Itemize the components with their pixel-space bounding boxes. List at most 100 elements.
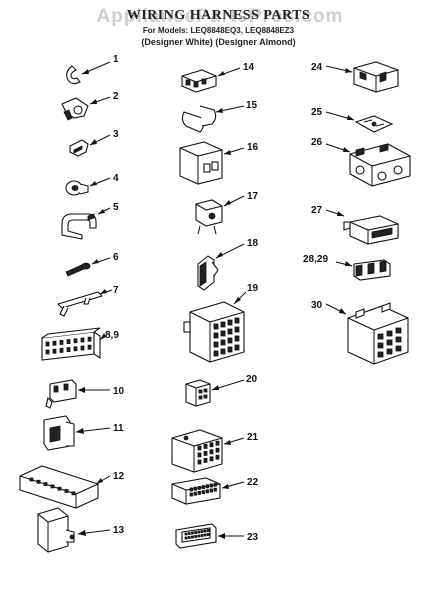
connector-pin [234,326,240,333]
part-10-terminal-housing[interactable]: 10 [45,379,125,409]
connector-pin [203,529,207,533]
connector-pin [190,531,194,535]
connector-pin [52,340,57,346]
connector-pin [193,486,197,491]
connector-pin [213,341,219,348]
connector-pin [59,339,64,345]
connector-pin [57,486,62,491]
connector-pin [73,346,78,352]
connector-pin [395,336,402,343]
connector-pin [200,530,204,533]
part-label-13: 13 [113,525,125,536]
connector-pin [36,479,41,484]
part-label-1: 1 [113,54,119,65]
connector-pin [209,442,214,448]
connector-pin [227,346,233,353]
connector-pin [213,323,219,330]
part-21-block-connector[interactable]: 21 [171,429,259,473]
part-11-plug-housing[interactable]: 11 [43,415,124,451]
part-label-10: 10 [113,386,125,397]
part-label-30: 30 [311,300,323,311]
part-label-16: 16 [247,142,259,153]
part-label-6: 6 [113,252,119,263]
part-2-clamp[interactable]: 2 [61,91,119,121]
connector-pin [215,447,220,453]
connector-pin [206,529,210,532]
connector-pin [197,452,202,458]
connector-pin [80,337,85,343]
connector-pin [71,491,76,496]
connector-pin [377,333,384,340]
connector-pin [184,536,188,540]
connector-pin [206,533,210,536]
connector-pin [203,450,208,456]
part-28-29-terminal-pair[interactable]: 28,29 [303,254,391,281]
connector-pin [190,535,194,539]
part-label-15: 15 [246,100,258,111]
part-5-cable-clamp[interactable]: 5 [61,202,119,240]
connector-pin [197,459,202,465]
connector-pin [197,490,201,495]
part-label-2: 2 [113,91,119,102]
watermark: AppliancePartsPros.com [96,6,344,27]
part-26-multi-socket-connector[interactable]: 26 [311,137,411,187]
part-4-grommet[interactable]: 4 [65,173,119,196]
part-15-sleeve[interactable]: 15 [181,100,258,133]
connector-pin [194,531,198,534]
connector-pin [187,532,191,535]
connector-pin [227,337,233,344]
connector-pin [209,456,214,462]
part-23-d-connector[interactable]: 23 [175,523,259,549]
part-19-grid-connector[interactable]: 19 [183,283,259,363]
part-7-retainer-strip[interactable]: 7 [56,285,119,317]
connector-pin [193,491,197,496]
part-18-latch-connector[interactable]: 18 [197,238,259,291]
connector-pin [386,339,393,346]
connector-pin [64,489,69,493]
connector-pin [234,335,240,342]
part-17-cross-connector[interactable]: 17 [195,191,259,235]
connector-pin [395,345,402,352]
part-label-14: 14 [243,62,255,73]
part-label-26: 26 [311,137,323,148]
part-13-block-connector[interactable]: 13 [37,507,125,553]
connector-pin [73,338,78,344]
part-8-9-multipin-connector[interactable]: 8,9 [41,327,119,361]
part-22-flat-connector[interactable]: 22 [171,477,259,505]
connector-pin [213,482,217,487]
part-label-18: 18 [247,238,259,249]
connector-pin [184,532,188,536]
part-20-cube-connector[interactable]: 20 [185,374,258,407]
connector-pin [29,477,34,482]
part-3-bracket[interactable]: 3 [69,129,119,157]
part-30-large-socket-connector[interactable]: 30 [311,300,409,365]
part-label-7: 7 [113,285,119,296]
connector-pin [87,336,92,342]
connector-pin [59,347,64,353]
part-12-terminal-strip[interactable]: 12 [19,465,125,509]
part-14-small-connector[interactable]: 14 [181,62,255,93]
part-16-housing-connector[interactable]: 16 [179,141,259,185]
part-label-22: 22 [247,477,259,488]
connector-pin [213,332,219,339]
connector-pin [45,349,50,355]
connector-pin [66,339,71,345]
part-27-latch-housing[interactable]: 27 [311,205,399,245]
connector-pin [377,342,384,349]
connector-pin [377,351,384,358]
part-label-20: 20 [246,374,258,385]
part-label-3: 3 [113,129,119,140]
connector-pin [227,319,233,326]
connector-pin [215,440,220,446]
part-6-screw[interactable]: 6 [65,252,119,277]
part-1-wire-clip[interactable]: 1 [66,54,119,85]
connector-pin [220,321,226,328]
connector-pin [220,348,226,355]
connector-pin [201,490,205,495]
connector-pin [386,330,393,337]
connector-pin [227,328,233,335]
connector-pin [201,485,205,490]
part-25-mounting-plate[interactable]: 25 [311,107,394,133]
part-label-21: 21 [247,432,259,443]
part-24-socket-connector[interactable]: 24 [311,61,399,93]
